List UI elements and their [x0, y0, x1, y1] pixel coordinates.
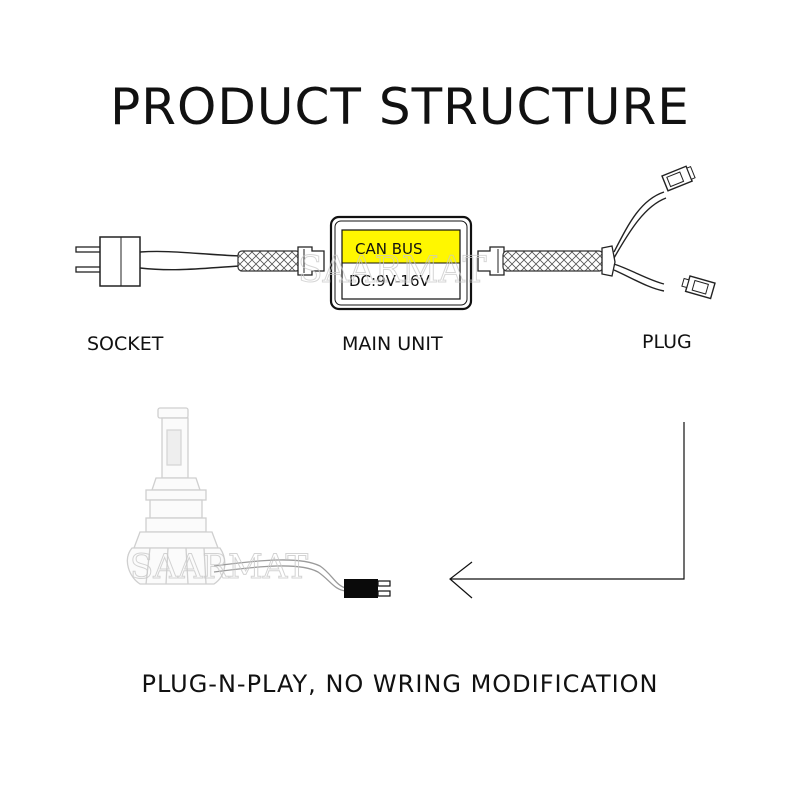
footer-caption: PLUG-N-PLAY, NO WRING MODIFICATION	[141, 670, 659, 698]
plug-wire-upper-2	[613, 197, 667, 259]
socket-connector	[75, 236, 141, 287]
watermark-top: SAARMAT	[298, 250, 487, 291]
connection-arrow	[449, 422, 685, 599]
plug-connector-lower	[681, 275, 716, 300]
can-bus-highlight	[342, 230, 460, 263]
socket-wire-upper	[139, 250, 241, 257]
socket-pin-top	[75, 246, 103, 253]
plug-connector-upper	[661, 165, 696, 192]
can-bus-label: CAN BUS	[355, 240, 423, 258]
plug-wire-upper	[613, 191, 665, 253]
socket-pin-bottom	[75, 266, 103, 273]
bulb-heatsink	[126, 547, 226, 585]
socket-label: SOCKET	[87, 333, 164, 355]
voltage-label: DC:9V-16V	[349, 272, 431, 290]
main-unit-box: CAN BUS DC:9V-16V	[329, 215, 473, 311]
bulb-cable	[213, 559, 347, 589]
bulb-black-connector	[344, 579, 391, 598]
plug-label: PLUG	[642, 331, 692, 353]
plug-wire-lower-2	[613, 269, 665, 292]
plug-wire-lower	[613, 263, 665, 285]
split-collar	[601, 245, 616, 277]
watermark-bottom: SAARMAT	[130, 547, 309, 587]
socket-wire-lower	[139, 265, 241, 271]
left-braided-cable	[237, 250, 301, 272]
main-unit-label: MAIN UNIT	[342, 333, 443, 355]
led-bulb-illustration	[126, 407, 226, 585]
socket-body	[99, 236, 141, 287]
right-braided-cable	[502, 250, 604, 272]
page-title: PRODUCT STRUCTURE	[110, 78, 690, 136]
